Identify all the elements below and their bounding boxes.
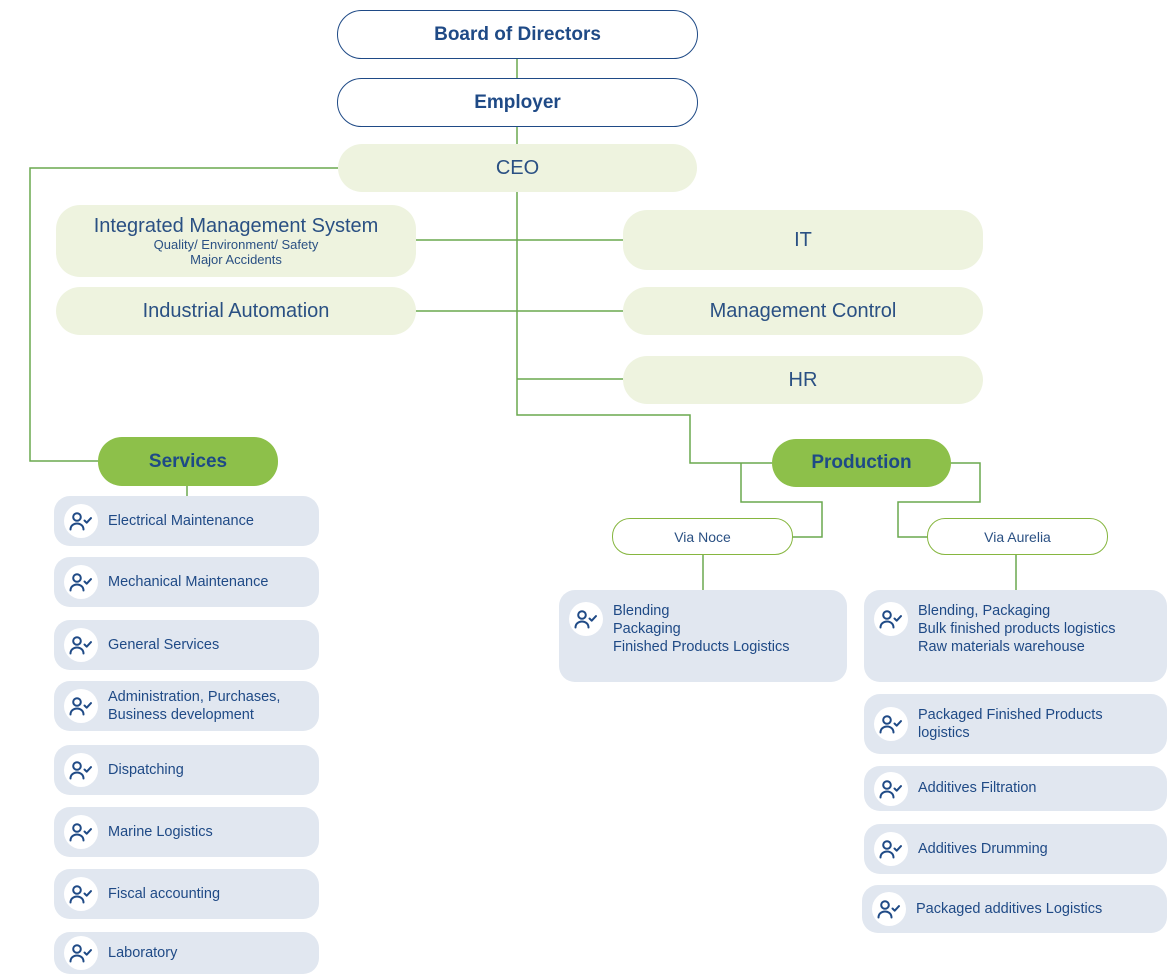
board-of-directors-box: Board of Directors — [337, 10, 698, 59]
unit-card: Packaged additives Logistics — [862, 885, 1167, 933]
ims-box: Integrated Management System Quality/ En… — [56, 205, 416, 277]
unit-line: Packaging — [613, 621, 681, 638]
services-label: Services — [148, 450, 228, 472]
unit-card: Packaged Finished Products logistics — [864, 694, 1167, 754]
user-check-icon — [64, 877, 98, 911]
user-check-icon — [64, 753, 98, 787]
unit-card: Electrical Maintenance — [54, 496, 319, 546]
unit-line: General Services — [108, 636, 220, 653]
hr-label: HR — [788, 368, 818, 391]
ims-title: Integrated Management System — [93, 214, 379, 237]
via-aurelia-box: Via Aurelia — [927, 518, 1108, 555]
user-check-icon — [872, 892, 906, 926]
unit-line: Fiscal accounting — [108, 885, 221, 902]
user-check-icon — [874, 602, 908, 636]
user-check-icon — [64, 504, 98, 538]
unit-line: Laboratory — [108, 944, 178, 961]
user-check-icon — [874, 771, 908, 806]
unit-line: Finished Products Logistics — [613, 639, 790, 656]
unit-line: logistics — [918, 725, 970, 741]
production-box: Production — [772, 439, 951, 487]
user-check-icon — [64, 689, 98, 723]
user-check-icon — [874, 707, 908, 741]
it-box: IT — [623, 210, 983, 270]
unit-card: Laboratory — [54, 932, 319, 974]
unit-card: Marine Logistics — [54, 807, 319, 857]
unit-card: Blending, Packaging Bulk finished produc… — [864, 590, 1167, 682]
employer-box: Employer — [337, 78, 698, 127]
via-aurelia-label: Via Aurelia — [984, 528, 1051, 545]
unit-line: Blending, Packaging — [918, 603, 1051, 619]
unit-card: General Services — [54, 620, 319, 670]
unit-line: Electrical Maintenance — [108, 512, 254, 529]
industrial-automation-label: Industrial Automation — [142, 299, 330, 322]
unit-line: Administration, Purchases, — [108, 688, 281, 705]
unit-line: Packaged Finished Products — [918, 706, 1103, 723]
ims-subtitle-2: Major Accidents — [190, 251, 282, 267]
user-check-icon — [64, 936, 98, 970]
ceo-label: CEO — [495, 156, 540, 179]
unit-line: Blending — [613, 603, 670, 619]
unit-card: Fiscal accounting — [54, 869, 319, 919]
production-label: Production — [811, 452, 912, 473]
hr-box: HR — [623, 356, 983, 404]
unit-card: Additives Drumming — [864, 824, 1167, 874]
unit-line: Additives Filtration — [918, 780, 1037, 797]
ceo-box: CEO — [338, 144, 697, 192]
unit-card: Blending Packaging Finished Products Log… — [559, 590, 847, 682]
employer-label: Employer — [474, 91, 561, 113]
unit-line: Additives Drumming — [918, 840, 1048, 857]
industrial-automation-box: Industrial Automation — [56, 287, 416, 335]
ims-subtitle-1: Quality/ Environment/ Safety — [153, 236, 319, 252]
management-control-box: Management Control — [623, 287, 983, 335]
management-control-label: Management Control — [709, 299, 897, 322]
user-check-icon — [64, 628, 98, 662]
it-label: IT — [794, 228, 812, 251]
unit-line: Marine Logistics — [108, 823, 213, 840]
unit-line: Mechanical Maintenance — [108, 573, 269, 590]
unit-line: Raw materials warehouse — [918, 639, 1085, 656]
unit-line: Business development — [108, 707, 254, 723]
unit-card: Dispatching — [54, 745, 319, 795]
unit-card: Mechanical Maintenance — [54, 557, 319, 607]
unit-card: Additives Filtration — [864, 766, 1167, 811]
board-label: Board of Directors — [434, 23, 601, 45]
user-check-icon — [64, 815, 98, 849]
unit-line: Bulk finished products logistics — [918, 621, 1116, 638]
user-check-icon — [64, 565, 98, 599]
unit-card: Administration, Purchases, Business deve… — [54, 681, 319, 731]
unit-line: Dispatching — [108, 761, 184, 778]
unit-line: Packaged additives Logistics — [916, 900, 1103, 917]
user-check-icon — [569, 602, 603, 636]
user-check-icon — [874, 832, 908, 866]
via-noce-box: Via Noce — [612, 518, 793, 555]
services-box: Services — [98, 437, 278, 486]
via-noce-label: Via Noce — [674, 528, 731, 545]
